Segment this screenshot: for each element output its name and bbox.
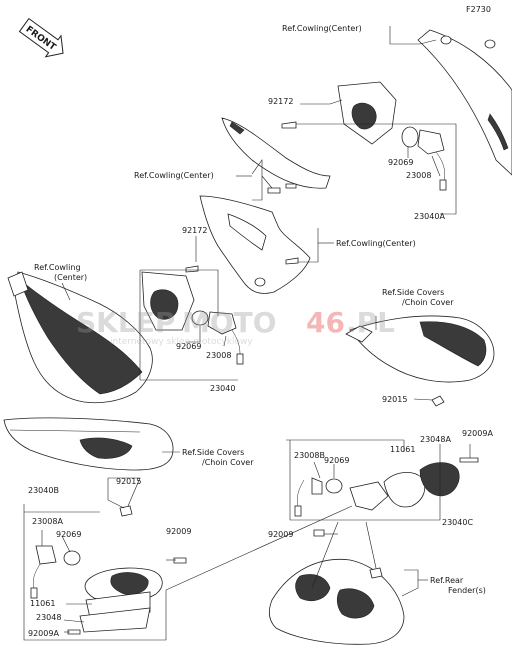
turn-signal-front-left-lens — [351, 102, 377, 130]
label-cowling-center-top: Ref.Cowling(Center) — [282, 24, 362, 33]
socket-23008B-icon — [311, 477, 323, 495]
part-23040B: 23040B — [28, 486, 59, 495]
bulb-92069-b-icon — [191, 310, 209, 326]
watermark-brand-a: SKLEP — [76, 306, 175, 339]
cowling-center-panel-inner — [227, 213, 267, 251]
part-92172-b: 92172 — [182, 226, 207, 235]
panel-grommet-icon — [254, 277, 266, 287]
part-23008-b: 23008 — [206, 351, 231, 360]
bulb-92069-d-icon — [63, 550, 81, 566]
part-23040A: 23040A — [414, 212, 445, 221]
cowling-grommet-2 — [484, 39, 496, 49]
part-92069-b: 92069 — [176, 342, 201, 351]
label-cowling-center-right: Ref.Cowling(Center) — [336, 239, 416, 248]
turn-signal-front-right-lens — [150, 289, 179, 320]
rear-fender-dark-2 — [336, 588, 375, 619]
part-11061-a: 11061 — [390, 445, 415, 454]
part-92009A-a: 92009A — [462, 429, 493, 438]
watermark-brand-d: .PL — [346, 306, 395, 339]
screw-92009A-a-icon — [459, 457, 479, 463]
screw-92172-d-icon — [285, 183, 297, 189]
screw-92009A-b-icon — [67, 629, 81, 635]
cowling-center-top-edge — [487, 113, 509, 151]
part-23008B: 23008B — [294, 451, 325, 460]
cowling-left-fairing-tip — [7, 271, 29, 297]
part-92015-b: 92015 — [116, 477, 141, 486]
socket-23008-a-connector — [439, 179, 447, 191]
socket-23008-b-wire — [231, 329, 241, 355]
label-side-covers-right-2: /Choin Cover — [402, 298, 454, 307]
part-92015-a: 92015 — [382, 395, 407, 404]
label-rear-fender-1: Ref.Rear — [430, 576, 464, 585]
cowling-left-fairing-dark — [19, 279, 143, 395]
turn-signal-rear-left-lens — [110, 572, 149, 595]
socket-23008A-icon — [35, 545, 57, 565]
part-92069-c: 92069 — [324, 456, 349, 465]
part-92009A-b: 92009A — [28, 629, 59, 638]
part-92009-a: 92009 — [268, 530, 293, 539]
label-side-covers-right-1: Ref.Side Covers — [382, 288, 444, 297]
turn-signal-rear-left-lens-23048 — [79, 607, 151, 633]
socket-23008-b-icon — [207, 311, 237, 335]
label-cowling-center-left-2: (Center) — [54, 273, 87, 282]
part-23048: 23048 — [36, 613, 61, 622]
side-cover-right-tab — [345, 325, 373, 343]
screw-92009-b-icon — [173, 557, 187, 564]
cowling-center-mid-shape — [221, 117, 331, 189]
screw-92009-a-icon — [313, 529, 325, 537]
part-23040: 23040 — [210, 384, 235, 393]
part-92069-a: 92069 — [388, 158, 413, 167]
rear-fender-clip-icon — [369, 567, 383, 579]
side-cover-left-dark — [79, 437, 133, 459]
cowling-center-mid-detail — [229, 121, 245, 135]
screw-92172-e-icon — [285, 257, 299, 265]
rear-fender-dark-1 — [295, 574, 331, 601]
cowling-grommet-1 — [440, 35, 452, 45]
screw-92172-b-icon — [185, 265, 199, 273]
grommet-92015-b-icon — [119, 505, 133, 517]
socket-23008-a-icon — [417, 129, 445, 155]
label-cowling-center-left-1: Ref.Cowling — [34, 263, 81, 272]
bulb-92069-c-icon — [325, 478, 343, 494]
side-cover-right-dark — [419, 321, 487, 367]
socket-23008A-wire — [33, 563, 41, 589]
label-cowling-center-mid: Ref.Cowling(Center) — [134, 171, 214, 180]
watermark: SKLEP MOTO 46 .PL internetowy sklep moto… — [76, 306, 395, 347]
socket-23008B-connector — [294, 505, 302, 517]
socket-23008-b-connector — [236, 353, 244, 365]
part-23048A: 23048A — [420, 435, 451, 444]
part-23008A: 23008A — [32, 517, 63, 526]
part-92069-d: 92069 — [56, 530, 81, 539]
screw-92172-c-icon — [267, 187, 281, 194]
label-rear-fender-2: Fender(s) — [448, 586, 486, 595]
turn-signal-rear-right-base — [349, 481, 389, 511]
label-side-covers-left-1: Ref.Side Covers — [182, 448, 244, 457]
part-11061-b: 11061 — [30, 599, 55, 608]
cowling-center-top-shape — [417, 29, 512, 176]
socket-23008-a-wire — [435, 151, 445, 181]
watermark-brand-c: 46 — [306, 306, 345, 339]
watermark-tagline: internetowy sklep motocyklowy — [110, 337, 253, 347]
part-23008-a: 23008 — [406, 171, 431, 180]
socket-23008B-wire — [297, 479, 305, 507]
turn-signal-rear-right-lens — [419, 462, 460, 497]
screw-92172-a-icon — [281, 121, 297, 129]
grommet-92015-a-icon — [431, 395, 445, 407]
part-92172-a: 92172 — [268, 97, 293, 106]
turn-signal-rear-right-housing — [383, 472, 426, 508]
diagram-id: F2730 — [466, 5, 491, 14]
watermark-brand-b: MOTO — [182, 306, 277, 339]
front-arrow-icon: FRONT — [18, 17, 64, 58]
part-23040C: 23040C — [442, 518, 473, 527]
part-92009-b: 92009 — [166, 527, 191, 536]
socket-23008A-connector — [30, 587, 38, 599]
label-side-covers-left-2: /Choin Cover — [202, 458, 254, 467]
bulb-92069-a-icon — [401, 126, 419, 148]
rear-fender-shape — [268, 558, 405, 645]
side-cover-left-line — [9, 429, 141, 433]
